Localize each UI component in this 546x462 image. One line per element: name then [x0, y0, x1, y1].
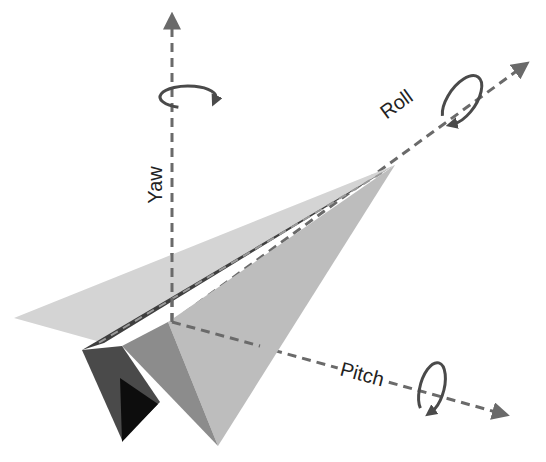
- yaw-axis-front: [171, 250, 174, 322]
- right-wing: [168, 165, 395, 446]
- pitch-rotation-arrow: [415, 360, 451, 413]
- yaw-rotation-arrow: [160, 86, 216, 107]
- axis-label: Roll: [373, 83, 419, 125]
- axis-label: Pitch: [335, 357, 389, 391]
- roll-rotation-arrow: [437, 69, 490, 128]
- paper-airplane: [14, 165, 395, 446]
- pitch-axis-front: [172, 322, 260, 346]
- keel-dash: [95, 173, 382, 345]
- axis-label: Yaw: [144, 163, 166, 206]
- fin: [120, 378, 158, 442]
